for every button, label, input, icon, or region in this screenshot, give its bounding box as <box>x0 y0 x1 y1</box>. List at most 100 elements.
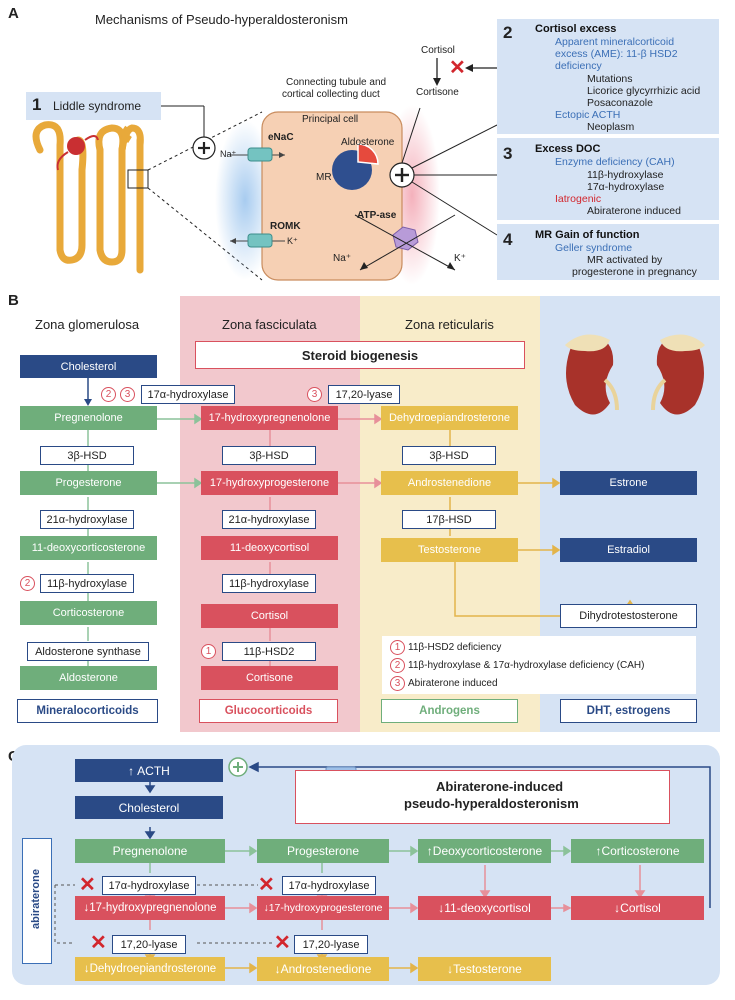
footer-glucocorticoids: Glucocorticoids <box>199 699 338 723</box>
c-pregnenolone: Pregnenolone <box>75 839 225 863</box>
legend: 1 11β-HSD2 deficiency 2 11β-hydroxylase … <box>382 636 696 694</box>
3b-hsd-g: 3β-HSD <box>40 446 134 465</box>
11b-hsd2-box: 11β-HSD2 <box>222 642 316 661</box>
box2-line8: Neoplasm <box>587 121 635 133</box>
k-out-label: K⁺ <box>287 236 298 246</box>
liddle-label: Liddle syndrome <box>53 99 142 113</box>
marker-3b: 3 <box>307 387 322 402</box>
c-dhea-label: Dehydroepiandrosterone <box>89 963 217 975</box>
cortisol-label: Cortisol <box>421 45 455 56</box>
estradiol-box: Estradiol <box>560 538 697 562</box>
c-deoxycorticosterone-label: Deoxycorticosterone <box>432 844 543 858</box>
11b-hydroxylase-g: 11β-hydroxylase <box>40 574 134 593</box>
21a-hydroxylase-g: 21α-hydroxylase <box>40 510 134 529</box>
svg-text:✕: ✕ <box>90 932 107 954</box>
3b-hsd-r: 3β-HSD <box>402 446 496 465</box>
box4-heading: MR Gain of function <box>535 229 640 241</box>
info-box-excess-doc: 3 Excess DOC Enzyme deficiency (CAH) 11β… <box>497 138 719 220</box>
abiraterone-title-box: Abiraterone-induced pseudo-hyperaldoster… <box>295 770 670 824</box>
down-arrow-17ohprog: ↓ <box>263 902 269 914</box>
down-arrow-17ohpreg: ↓ <box>83 902 90 914</box>
romk-label: ROMK <box>270 221 301 232</box>
cell-caption-1: Connecting tubule and <box>286 77 387 88</box>
pregnenolone-box: Pregnenolone <box>20 406 157 430</box>
dht-box: Dihydrotestosterone <box>560 604 697 628</box>
abiraterone-title-2: pseudo-hyperaldosteronism <box>404 796 579 811</box>
svg-text:✕: ✕ <box>274 932 291 954</box>
corticosterone-box: Corticosterone <box>20 601 157 625</box>
acth-box: ↑ACTH <box>75 759 223 782</box>
down-arrow-dhea: ↓ <box>83 963 90 975</box>
deoxycortisol-box: 11-deoxycortisol <box>201 536 338 560</box>
na-plus-label: Na⁺ <box>333 253 352 264</box>
footer-mineralocorticoids: Mineralocorticoids <box>17 699 158 723</box>
3b-hsd-f: 3β-HSD <box>222 446 316 465</box>
legend-marker-3: 3 <box>390 676 405 691</box>
c-17oh-progesterone-label: 17-hydroxyprogesterone <box>268 902 383 914</box>
c-testosterone-label: Testosterone <box>453 962 522 976</box>
c-dhea: ↓Dehydroepiandrosterone <box>75 957 225 981</box>
legend-item-3: Abiraterone induced <box>408 678 498 689</box>
footer-dht-estrogens: DHT, estrogens <box>560 699 697 723</box>
down-arrow-testosterone: ↓ <box>447 962 454 976</box>
panel-b-letter: B <box>8 292 19 309</box>
liddle-box <box>26 92 161 120</box>
acth-label: ACTH <box>137 763 170 778</box>
box3-line4: Iatrogenic <box>555 193 602 205</box>
c-androstenedione-label: Androstenedione <box>280 962 372 976</box>
marker-2b: 2 <box>20 576 35 591</box>
info-box-mr-gain: 4 MR Gain of function Geller syndrome MR… <box>497 224 719 280</box>
zone-reticularis-title: Zona reticularis <box>405 317 494 332</box>
steroid-biogenesis-title: Steroid biogenesis <box>195 341 525 369</box>
estrone-box: Estrone <box>560 471 697 495</box>
17b-hsd-box: 17β-HSD <box>402 510 496 529</box>
down-arrow-deoxycortisol: ↓ <box>438 901 445 915</box>
box3-number: 3 <box>503 144 513 163</box>
c-lyase-1: 17,20-lyase <box>112 935 186 954</box>
panel-a-illustration: ✕ <box>32 29 536 285</box>
c-cholesterol-box: Cholesterol <box>75 796 223 819</box>
c-17oh-pregnenolone-label: 17-hydroxypregnenolone <box>89 902 217 914</box>
box2-line6: Posaconazole <box>587 97 653 109</box>
box3-heading: Excess DOC <box>535 143 601 155</box>
mr-label: MR <box>316 172 332 183</box>
zone-glomerulosa-title: Zona glomerulosa <box>35 317 140 332</box>
up-arrow-corticosterone: ↑ <box>595 844 602 858</box>
testosterone-box: Testosterone <box>381 538 518 562</box>
footer-androgens: Androgens <box>381 699 518 723</box>
box4-line2: MR activated by <box>587 254 663 266</box>
box3-line5: Abiraterone induced <box>587 205 681 217</box>
box2-heading: Cortisol excess <box>535 23 617 35</box>
k-plus-label: K⁺ <box>454 253 466 264</box>
c-androstenedione: ↓Androstenedione <box>257 957 389 981</box>
c-lyase-2: 17,20-lyase <box>294 935 368 954</box>
11b-hydroxylase-f: 11β-hydroxylase <box>222 574 316 593</box>
legend-item-1: 11β-HSD2 deficiency <box>408 642 502 653</box>
c-cortisol-label: Cortisol <box>620 901 661 915</box>
atpase-label: ATP-ase <box>357 210 397 221</box>
c-progesterone: Progesterone <box>257 839 389 863</box>
zone-fasciculata-title: Zona fasciculata <box>222 317 317 332</box>
box4-line3: progesterone in pregnancy <box>572 266 697 278</box>
c-cortisol: ↓Cortisol <box>571 896 704 920</box>
box3-line3: 17α-hydroxylase <box>587 181 665 193</box>
legend-item-2: 11β-hydroxylase & 17α-hydroxylase defici… <box>408 660 645 671</box>
box2-line4: Mutations <box>587 73 633 85</box>
box3-line1: Enzyme deficiency (CAH) <box>555 156 675 168</box>
hyd17-box: 17α-hydroxylase <box>141 385 235 404</box>
svg-text:✕: ✕ <box>79 874 96 896</box>
deoxycorticosterone-box: 11-deoxycorticosterone <box>20 536 157 560</box>
17oh-pregnenolone-box: 17-hydroxypregnenolone <box>201 406 338 430</box>
marker-1: 1 <box>201 644 216 659</box>
na-in-label: Na⁺ <box>220 149 237 159</box>
17oh-progesterone-box: 17-hydroxyprogesterone <box>201 471 338 495</box>
dhea-box: Dehydroepiandrosterone <box>381 406 518 430</box>
aldosterone-synthase-box: Aldosterone synthase <box>27 642 149 661</box>
c-deoxycorticosterone: ↑Deoxycorticosterone <box>418 839 551 863</box>
legend-marker-2: 2 <box>390 658 405 673</box>
kidneys-illustration <box>565 334 705 415</box>
c-corticosterone: ↑Corticosterone <box>571 839 704 863</box>
principal-cell-label: Principal cell <box>302 114 359 125</box>
androstenedione-box: Androstenedione <box>381 471 518 495</box>
box2-line5: Licorice glycyrrhizic acid <box>587 85 701 97</box>
